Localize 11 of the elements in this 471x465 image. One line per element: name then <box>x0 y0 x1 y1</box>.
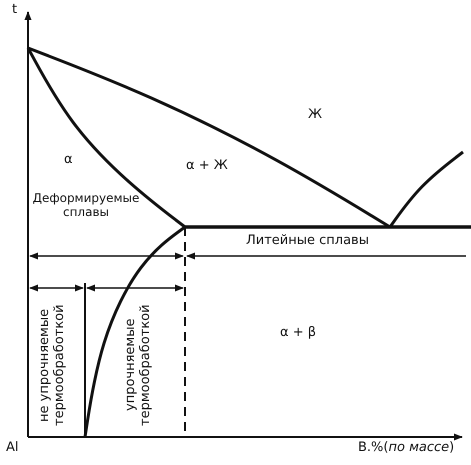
axis-label: B.%(по массе) <box>358 441 454 456</box>
region-label: не упрочняемые термообработкой <box>38 303 68 428</box>
phase-label: α + β <box>280 326 316 341</box>
phase-label: Ж <box>308 108 322 123</box>
region-label: Литейные сплавы <box>246 234 369 249</box>
region-label: упрочняемые термообработкой <box>124 303 154 428</box>
phase-label: α <box>64 153 73 168</box>
axis-label: t <box>12 3 18 18</box>
axis-label: Al <box>6 441 19 456</box>
phase-label: α + Ж <box>186 159 228 174</box>
region-label: Деформируемые сплавы <box>32 192 140 220</box>
